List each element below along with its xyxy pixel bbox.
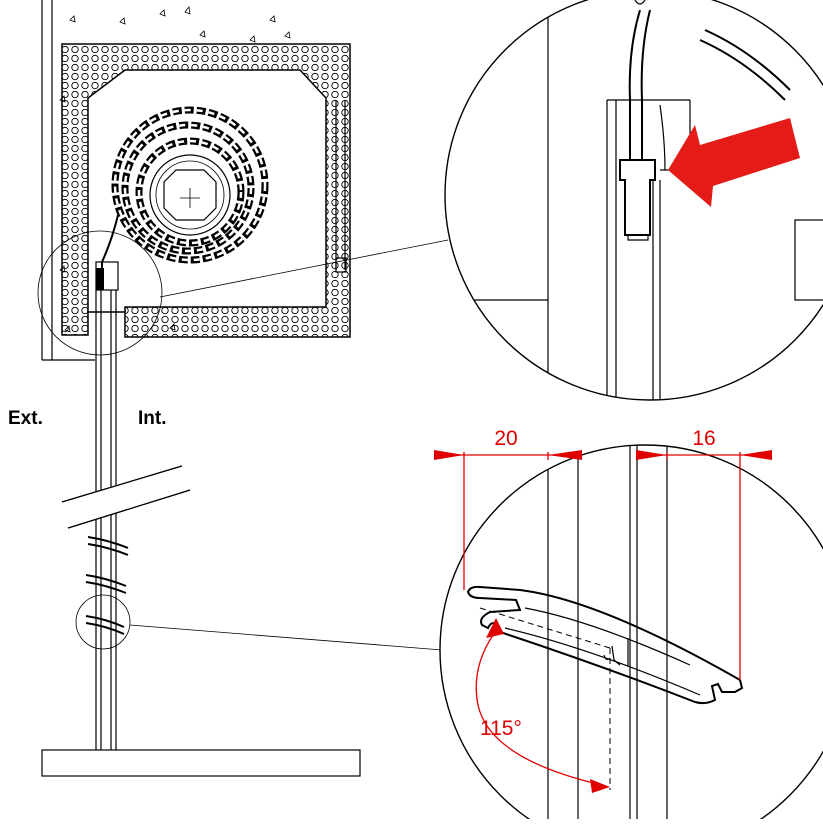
detail-circle-bottom xyxy=(75,594,131,650)
highlight-arrow xyxy=(668,118,800,207)
octagonal-axle xyxy=(149,154,231,236)
shutter-box xyxy=(37,0,449,361)
angle-dimension: 115° xyxy=(475,618,610,793)
break-lines xyxy=(61,465,191,529)
interior-label: Int. xyxy=(138,408,167,429)
rolled-slats xyxy=(101,106,269,275)
lower-slats xyxy=(85,536,129,635)
angle-value: 115° xyxy=(480,717,522,740)
dimension-left: 20 xyxy=(434,427,582,590)
detail-view-bottom xyxy=(439,444,823,824)
detail-circle-top xyxy=(37,230,163,356)
dimension-right-value: 16 xyxy=(692,427,715,450)
dimension-right: 16 xyxy=(636,427,772,680)
detail-view-top xyxy=(444,0,823,401)
shutter-guide xyxy=(95,290,117,750)
box-cavity xyxy=(87,69,327,313)
exterior-label: Ext. xyxy=(8,408,43,429)
dimension-left-value: 20 xyxy=(494,427,517,450)
window-sill xyxy=(41,749,361,777)
end-slat xyxy=(96,268,104,290)
